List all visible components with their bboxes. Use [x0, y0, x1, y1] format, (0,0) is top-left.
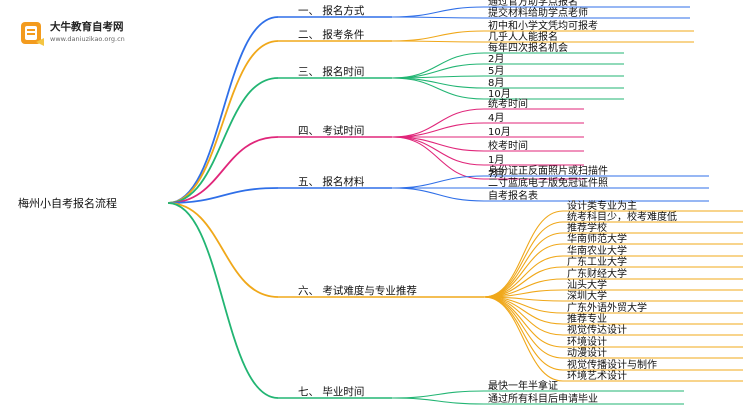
leaf-label-signup-time: 每年四次报名机会 [488, 41, 568, 54]
leaf-connector-difficulty [483, 296, 564, 336]
leaf-label-graduation: 最快一年半拿证 [488, 379, 558, 392]
leaf-label-requirements: 初中和小学文凭均可报考 [488, 19, 598, 32]
leaf-label-difficulty: 视觉传达设计 [567, 323, 627, 336]
leaf-label-exam-time: 10月 [488, 126, 511, 138]
leaf-label-difficulty: 推荐学校 [567, 221, 607, 234]
brand-logo: 大牛教育自考网 www.daniuzikao.org.cn [18, 18, 158, 48]
leaf-label-difficulty: 环境设计 [567, 335, 607, 348]
leaf-label-requirements: 几乎人人能报名 [488, 30, 558, 43]
branch-connector-signup-time [167, 77, 279, 204]
branch-connector-graduation [167, 202, 279, 399]
leaf-label-difficulty: 视觉传播设计与制作 [567, 358, 657, 371]
leaf-connector-graduation [391, 397, 485, 405]
leaf-label-materials: 身份证正反面照片或扫描件 [488, 164, 608, 177]
leaf-connector-signup-time [391, 77, 485, 100]
leaf-connector-difficulty [483, 221, 564, 298]
leaf-label-difficulty: 华南师范大学 [567, 232, 627, 245]
branch-label-method: 一、 报名方式 [298, 4, 365, 17]
branch-connector-difficulty [167, 202, 279, 298]
leaf-label-difficulty: 广东外语外贸大学 [567, 301, 647, 314]
brand-logo-icon [21, 22, 44, 46]
leaf-label-exam-time: 4月 [488, 112, 504, 124]
leaf-connector-requirements [391, 40, 485, 43]
branch-label-materials: 五、 报名材料 [298, 175, 365, 188]
leaf-label-difficulty: 设计类专业为主 [567, 199, 637, 212]
leaf-label-signup-time: 5月 [488, 65, 504, 77]
leaf-connector-difficulty [483, 243, 564, 298]
leaf-connector-difficulty [483, 296, 564, 382]
branch-label-exam-time: 四、 考试时间 [298, 124, 364, 137]
leaf-connector-method [391, 6, 485, 18]
leaf-label-difficulty: 广东财经大学 [567, 267, 627, 280]
branch-label-signup-time: 三、 报名时间 [298, 65, 364, 78]
leaf-connector-exam-time [391, 122, 485, 138]
brand-logo-url: www.daniuzikao.org.cn [50, 35, 125, 43]
leaf-label-signup-time: 2月 [488, 53, 504, 65]
leaf-label-difficulty: 深圳大学 [567, 289, 607, 302]
leaf-label-exam-time: 1月 [488, 154, 504, 166]
branch-connector-method [167, 16, 279, 204]
leaf-label-difficulty: 动漫设计 [567, 346, 607, 359]
leaf-connector-difficulty [483, 296, 564, 359]
leaf-connector-signup-time [391, 77, 485, 89]
branch-label-requirements: 二、 报考条件 [298, 28, 364, 41]
leaf-label-difficulty: 环境艺术设计 [567, 369, 627, 382]
leaf-connector-materials [391, 187, 485, 202]
leaf-label-exam-time: 校考时间 [488, 139, 528, 152]
leaf-connector-difficulty [483, 210, 564, 298]
leaf-label-difficulty: 汕头大学 [567, 278, 607, 291]
leaf-connector-difficulty [483, 266, 564, 298]
leaf-label-difficulty: 华南农业大学 [567, 244, 627, 257]
branch-label-difficulty: 六、 考试难度与专业推荐 [298, 284, 417, 297]
leaf-label-difficulty: 广东工业大学 [567, 255, 627, 268]
leaf-label-materials: 自考报名表 [488, 189, 538, 202]
branch-connector-exam-time [167, 136, 279, 204]
leaf-connector-graduation [391, 390, 485, 399]
leaf-label-signup-time: 8月 [488, 77, 504, 89]
leaf-label-difficulty: 统考科目少，校考难度低 [567, 210, 677, 223]
leaf-label-materials: 二寸蓝底电子版免冠证件照 [488, 176, 608, 189]
leaf-label-signup-time: 10月 [488, 88, 511, 100]
leaf-label-difficulty: 推荐专业 [567, 312, 607, 325]
branch-label-graduation: 七、 毕业时间 [298, 385, 364, 398]
leaf-label-method: 通过官方助学点报名 [488, 0, 578, 8]
leaf-label-exam-time: 统考时间 [488, 97, 528, 110]
leaf-label-exam-time: 7月 [488, 168, 504, 180]
leaf-connector-method [391, 16, 485, 19]
branch-connector-requirements [167, 40, 279, 204]
brand-logo-title: 大牛教育自考网 [50, 21, 124, 33]
branch-connector-materials [167, 187, 279, 204]
leaf-label-graduation: 通过所有科目后申请毕业 [488, 392, 598, 405]
leaf-connector-exam-time [391, 136, 485, 180]
leaf-connector-difficulty [483, 232, 564, 298]
leaf-connector-requirements [391, 30, 485, 42]
leaf-connector-signup-time [391, 52, 485, 79]
leaf-label-method: 提交材料给助学点老师 [488, 6, 588, 19]
leaf-connector-exam-time [391, 136, 485, 152]
root-topic: 梅州小自考报名流程 [18, 196, 117, 210]
